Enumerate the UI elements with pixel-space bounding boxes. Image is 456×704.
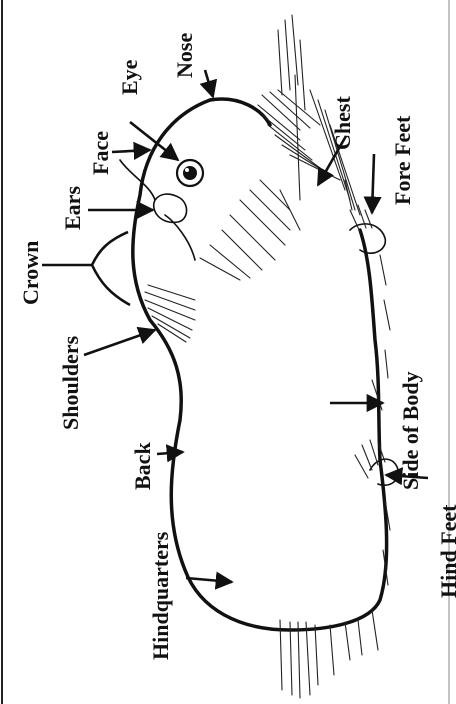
shoulder-fur (145, 285, 195, 342)
fore-feet-arrow (372, 154, 374, 213)
back-arrow (157, 452, 183, 454)
label-shoulders: Shoulders (58, 335, 83, 430)
label-back: Back (130, 442, 155, 490)
label-eye: Eye (117, 59, 142, 95)
fore-foot-shape (350, 224, 385, 253)
label-crown: Crown (18, 241, 43, 305)
label-ears: Ears (60, 186, 85, 230)
shoulders-arrow (84, 330, 155, 355)
face-line (120, 160, 155, 200)
label-side-of-body: Side of Body (398, 371, 423, 490)
eye-shape (177, 160, 203, 186)
label-nose: Nose (172, 33, 197, 78)
label-fore-feet: Fore Feet (390, 115, 415, 205)
labels: Nose Eye Face Ears Chest Fore Feet Crown… (18, 33, 456, 660)
label-chest: Chest (330, 96, 355, 150)
face-fur (200, 180, 300, 280)
rump-fur (280, 610, 378, 698)
nose-arrow (205, 70, 213, 97)
hindquarters-arrow (186, 578, 232, 582)
label-hind-feet: Hind Feet (436, 504, 456, 598)
crown-bracket (42, 232, 130, 305)
label-hindquarters: Hindquarters (148, 531, 173, 660)
face-arrow (112, 150, 150, 152)
underside-fur (345, 180, 390, 585)
label-face: Face (88, 131, 113, 175)
head-outline (210, 99, 270, 125)
